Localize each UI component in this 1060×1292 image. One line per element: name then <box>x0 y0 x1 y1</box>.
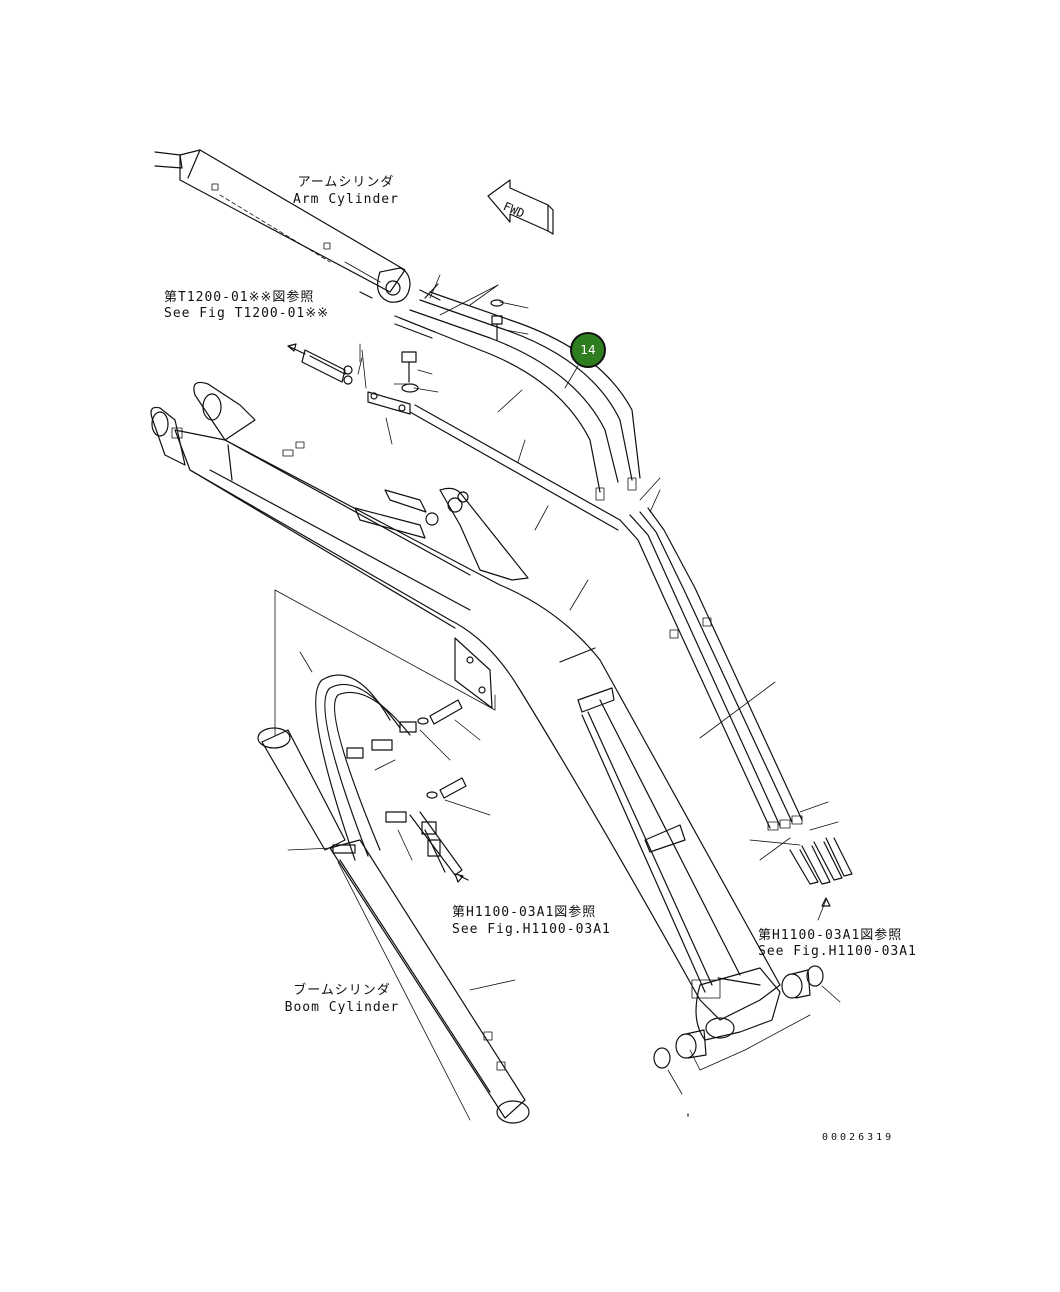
see-h1100-left-label-jp: 第H1100-03A1図参照 <box>452 905 597 920</box>
see-t1200-label-jp: 第T1200-01※※図参照 <box>164 290 315 305</box>
see-h1100-right-label-en: See Fig.H1100-03A1 <box>758 944 917 959</box>
see-h1100-right-label-jp: 第H1100-03A1図参照 <box>758 928 903 943</box>
arm-cylinder-label-jp: アームシリンダ <box>297 175 395 190</box>
fwd-arrow <box>487 179 554 235</box>
callout-14[interactable]: 14 <box>570 332 606 368</box>
boom-cylinder-label-en: Boom Cylinder <box>284 1000 400 1015</box>
see-h1100-left-label-en: See Fig.H1100-03A1 <box>452 922 611 937</box>
arm-hoses <box>394 274 641 501</box>
bushings <box>653 965 841 1117</box>
boom-hoses <box>619 477 853 921</box>
arm-cylinder <box>154 149 411 303</box>
t1200-parts <box>287 343 621 531</box>
see-t1200-label-en: See Fig T1200-01※※ <box>164 306 330 321</box>
arm-cylinder-label-en: Arm Cylinder <box>293 192 399 207</box>
boom-cylinder-label-jp: ブームシリンダ <box>293 983 391 998</box>
figure-number: 00026319 <box>822 1132 895 1143</box>
boom <box>150 381 781 1041</box>
boom-cylinder <box>257 589 530 1124</box>
